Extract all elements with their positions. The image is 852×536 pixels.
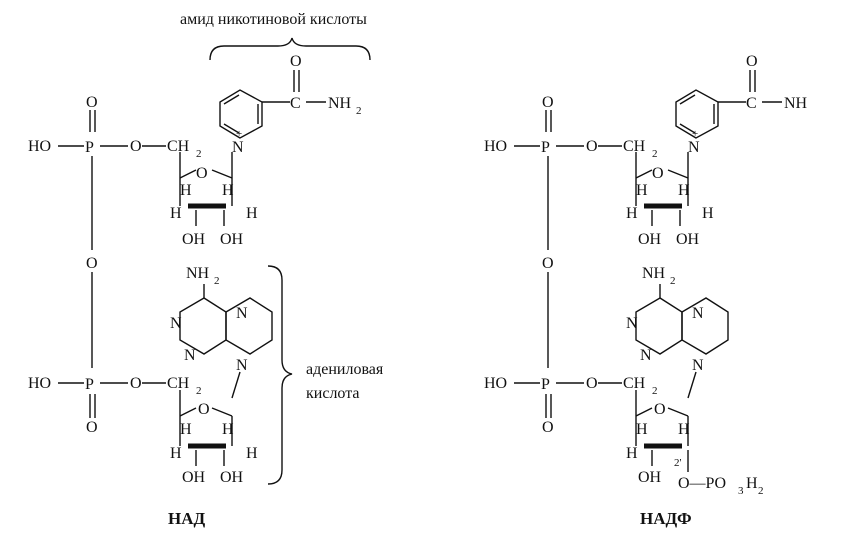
nad-loh2: OH xyxy=(220,469,244,486)
nadp-h3: H xyxy=(626,205,638,222)
nadp-oh2: OH xyxy=(676,231,700,248)
nad-h1: H xyxy=(180,182,192,199)
nad-lh3: H xyxy=(170,445,182,462)
nadp-structure: HO P O O CH 2 O O H H H H OH OH N + xyxy=(484,53,808,528)
nad-ribose-o-upper: O xyxy=(196,165,208,182)
nadp-ribose-o-upper: O xyxy=(652,165,664,182)
nad-h4: H xyxy=(246,205,258,222)
nadp-ho-lower: HO xyxy=(484,375,507,392)
nadp-oh1: OH xyxy=(638,231,662,248)
nadp-2prime-label: 2' xyxy=(674,457,682,469)
nadp-h2: H xyxy=(678,182,690,199)
nad-adenine-nh2: NH xyxy=(186,265,210,282)
nad-o-ester-lower: O xyxy=(130,375,142,392)
nadp-o-lower-dbl: O xyxy=(542,419,554,436)
nad-ch2-lower: CH xyxy=(167,375,190,392)
nad-lh4: H xyxy=(246,445,258,462)
nadp-lh2: H xyxy=(678,421,690,438)
nadp-po3h2-sub3: 3 xyxy=(738,485,744,497)
nicotinamide-brace xyxy=(209,37,371,61)
nad-adenine-n3: N xyxy=(184,347,196,364)
nad-oh1: OH xyxy=(182,231,206,248)
nadp-o-upper-dbl: O xyxy=(542,94,554,111)
nadp-o-ester-lower: O xyxy=(586,375,598,392)
nad-p-upper: P xyxy=(85,139,94,156)
nadp-ch2-upper-sub: 2 xyxy=(652,148,658,160)
nad-o-lower-dbl: O xyxy=(86,419,98,436)
nad-o-bridge: O xyxy=(86,255,98,272)
adenylic-brace xyxy=(267,265,293,485)
nadp-po3h2: O—PO xyxy=(678,475,726,492)
nadp-c-amide: C xyxy=(746,95,757,112)
nadp-lh1: H xyxy=(636,421,648,438)
adenylic-label-1: адениловая xyxy=(306,361,384,378)
nad-lh1: H xyxy=(180,421,192,438)
nadp-n-pyridine: N xyxy=(688,139,700,156)
nad-loh1: OH xyxy=(182,469,206,486)
nadp-po3h2-h: H xyxy=(746,475,758,492)
nadp-adenine-ring-b xyxy=(681,297,729,355)
nadp-p-upper: P xyxy=(541,139,550,156)
nadp-caption: НАДФ xyxy=(640,509,692,528)
nad-adenine-ring-a xyxy=(179,297,227,355)
nad-nh2-sub: 2 xyxy=(356,105,362,117)
nad-o-upper-dbl: O xyxy=(86,94,98,111)
nadp-nh: NH xyxy=(784,95,808,112)
nadp-ho-upper: HO xyxy=(484,138,507,155)
nadp-n-plus: + xyxy=(692,128,698,140)
nadp-ch2-upper: CH xyxy=(623,138,646,155)
nad-structure: амид никотиновой кислоты HO P O O CH 2 O… xyxy=(28,11,384,528)
nad-ch2-upper: CH xyxy=(167,138,190,155)
nad-adenine-ring-b xyxy=(225,297,273,355)
nad-adenine-n9: N xyxy=(236,357,248,374)
nadp-pyridine-ring xyxy=(675,89,719,139)
nad-h2: H xyxy=(222,182,234,199)
nadp-adenine-n9: N xyxy=(692,357,704,374)
nadp-ch2-lower: CH xyxy=(623,375,646,392)
nadp-o-amide: O xyxy=(746,53,758,70)
nad-n-plus: + xyxy=(236,128,242,140)
nad-o-ester-upper: O xyxy=(130,138,142,155)
nad-lh2: H xyxy=(222,421,234,438)
nadp-adenine-n1: N xyxy=(626,315,638,332)
nad-adenine-nh2-sub: 2 xyxy=(214,275,220,287)
nadp-adenine-n7: N xyxy=(692,305,704,322)
nadp-loh1: OH xyxy=(638,469,662,486)
nadp-adenine-n3: N xyxy=(640,347,652,364)
nad-c-amide: C xyxy=(290,95,301,112)
adenylic-label-2: кислота xyxy=(306,385,360,402)
nadp-p-lower: P xyxy=(541,376,550,393)
nadp-o-ester-upper: O xyxy=(586,138,598,155)
nadp-h1: H xyxy=(636,182,648,199)
nadp-ch2-lower-sub: 2 xyxy=(652,385,658,397)
nadp-po3h2-sub2: 2 xyxy=(758,485,764,497)
nad-ch2-lower-sub: 2 xyxy=(196,385,202,397)
nad-caption: НАД xyxy=(168,509,206,528)
nadp-ribose-o-lower: O xyxy=(654,401,666,418)
nad-pyridine-ring xyxy=(219,89,263,139)
nadp-lh3: H xyxy=(626,445,638,462)
nad-adenine-n1: N xyxy=(170,315,182,332)
nicotinamide-label: амид никотиновой кислоты xyxy=(180,11,367,28)
nad-ho-upper: HO xyxy=(28,138,51,155)
nad-adenine-n7: N xyxy=(236,305,248,322)
nad-ho-lower: HO xyxy=(28,375,51,392)
nad-h3: H xyxy=(170,205,182,222)
nadp-adenine-ring-a xyxy=(635,297,683,355)
nad-ch2-upper-sub: 2 xyxy=(196,148,202,160)
nad-n-pyridine: N xyxy=(232,139,244,156)
nadp-o-bridge: O xyxy=(542,255,554,272)
nadp-adenine-nh2-sub: 2 xyxy=(670,275,676,287)
nad-o-amide: O xyxy=(290,53,302,70)
nad-p-lower: P xyxy=(85,376,94,393)
nad-oh2: OH xyxy=(220,231,244,248)
nadp-h4: H xyxy=(702,205,714,222)
nadp-adenine-nh2: NH xyxy=(642,265,666,282)
nad-ribose-o-lower: O xyxy=(198,401,210,418)
nad-nh2: NH xyxy=(328,95,352,112)
